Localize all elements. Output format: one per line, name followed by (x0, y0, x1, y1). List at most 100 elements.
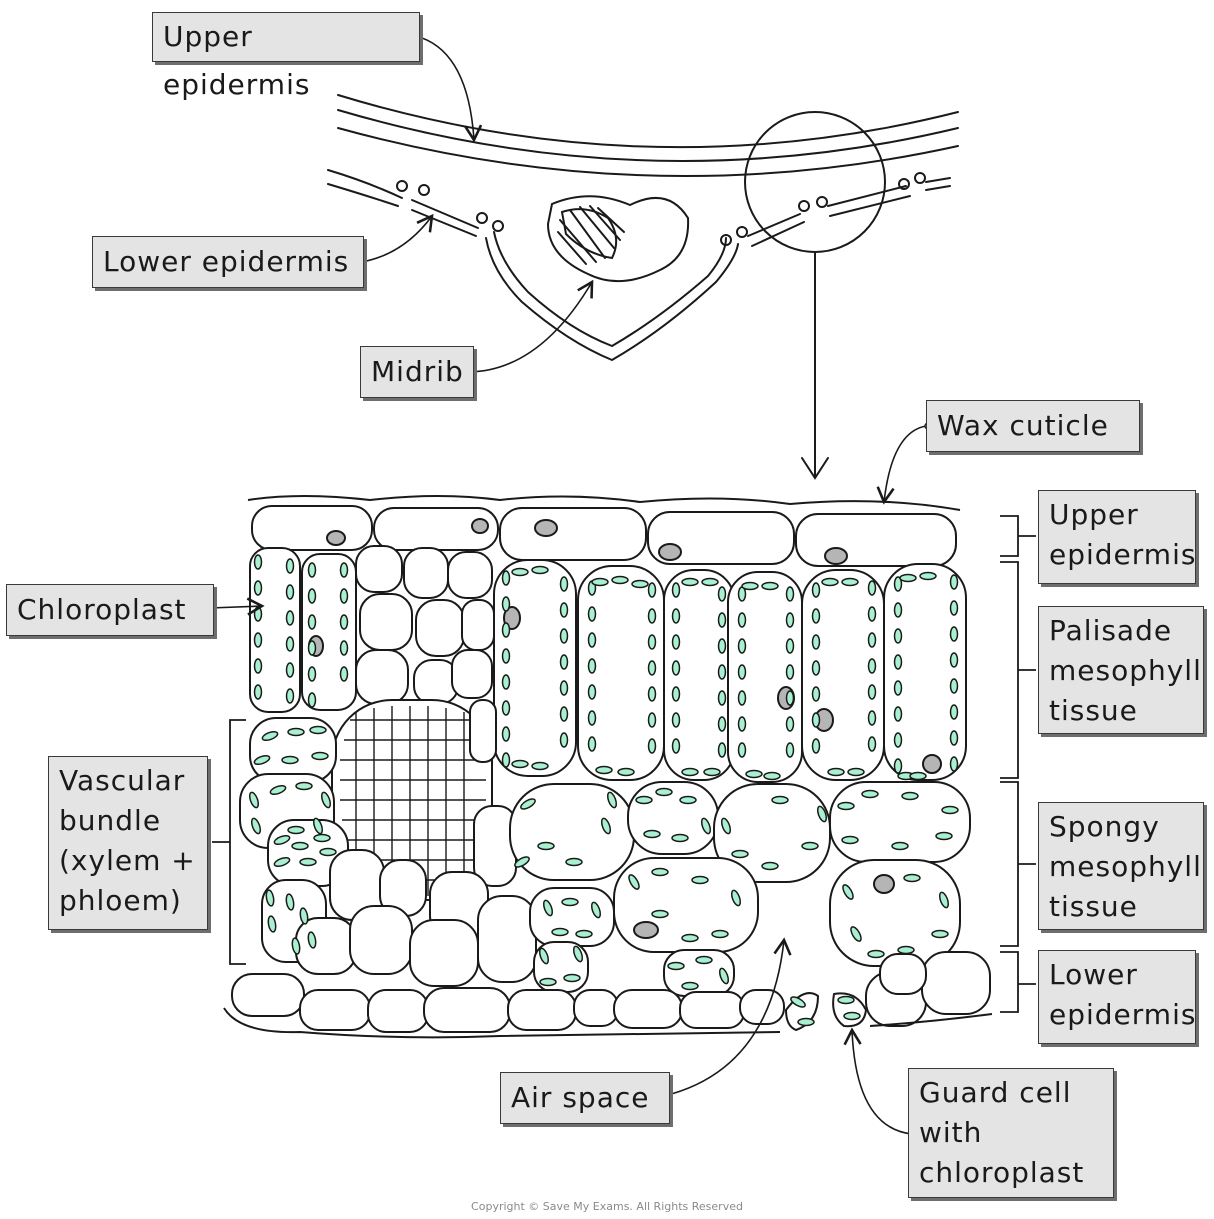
chloroplast (307, 931, 317, 949)
label-upper-epidermis-side: Upper epidermis (1038, 490, 1196, 584)
chloroplast (281, 755, 299, 765)
chloroplast (307, 614, 317, 630)
chloroplast (631, 579, 649, 589)
chloroplast (679, 795, 697, 805)
chloroplast (643, 829, 661, 839)
chloroplast (587, 606, 597, 622)
chloroplast (563, 973, 581, 983)
chloroplast (312, 817, 324, 835)
chloroplast (307, 588, 317, 604)
chloroplast (867, 736, 877, 752)
chloroplast (253, 684, 263, 700)
chloroplast (785, 638, 795, 654)
chloroplast (595, 765, 613, 775)
chloroplast (647, 686, 657, 702)
chloroplast (867, 580, 877, 596)
chloroplast (501, 674, 511, 690)
label-air-space: Air space (500, 1072, 670, 1124)
chloroplast (559, 732, 569, 748)
chloroplast (501, 700, 511, 716)
chloroplast (647, 634, 657, 650)
chloroplast (273, 834, 291, 846)
chloroplast (285, 610, 295, 626)
chloroplast (717, 638, 727, 654)
chloroplast (511, 567, 529, 577)
chloroplast (949, 626, 959, 642)
chloroplast (717, 742, 727, 758)
chloroplast (671, 833, 689, 843)
chloroplast (253, 606, 263, 622)
chloroplast (841, 577, 859, 587)
chloroplast (285, 636, 295, 652)
chloroplast (651, 909, 669, 919)
chloroplast (671, 608, 681, 624)
copyright-notice: Copyright © Save My Exams. All Rights Re… (471, 1200, 743, 1213)
chloroplast (691, 875, 709, 885)
chloroplast-group (248, 554, 959, 1027)
chloroplast (737, 716, 747, 732)
chloroplast (559, 680, 569, 696)
chloroplast (307, 562, 317, 578)
chloroplast (647, 608, 657, 624)
chloroplast (572, 945, 584, 963)
chloroplast (501, 752, 511, 768)
chloroplast (501, 726, 511, 742)
chloroplast (893, 628, 903, 644)
chloroplast (893, 706, 903, 722)
chloroplast (291, 841, 309, 851)
chloroplast (313, 833, 331, 843)
chloroplast (671, 582, 681, 598)
chloroplast (745, 769, 763, 779)
chloroplast (941, 805, 959, 815)
chloroplast (785, 742, 795, 758)
chloroplast (265, 889, 275, 907)
chloroplast (681, 981, 699, 991)
chloroplast (731, 849, 749, 859)
chloroplast (797, 1017, 815, 1027)
chloroplast (785, 586, 795, 602)
chloroplast (501, 622, 511, 638)
label-lower-epidermis-top: Lower epidermis (92, 236, 364, 288)
chloroplast (771, 795, 789, 805)
chloroplast (867, 949, 885, 959)
chloroplast (949, 730, 959, 746)
chloroplast (311, 751, 329, 761)
chloroplast (501, 648, 511, 664)
chloroplast (811, 582, 821, 598)
chloroplast (511, 759, 529, 769)
chloroplast (949, 600, 959, 616)
chloroplast (897, 945, 915, 955)
leaf-overview (327, 94, 959, 480)
chloroplast (901, 791, 919, 801)
chloroplast (737, 664, 747, 680)
label-midrib: Midrib (360, 346, 474, 398)
chloroplast (339, 614, 349, 630)
chloroplast (811, 738, 821, 754)
chloroplast (339, 562, 349, 578)
chloroplast (285, 584, 295, 600)
tissue-brackets (212, 515, 1036, 1013)
chloroplast (587, 710, 597, 726)
chloroplast (841, 835, 859, 845)
chloroplast (893, 576, 903, 592)
chloroplast (861, 789, 879, 799)
label-vascular-bundle: Vascular bundle (xylem + phloem) (48, 756, 208, 930)
chloroplast (537, 841, 555, 851)
chloroplast (811, 608, 821, 624)
chloroplast (811, 634, 821, 650)
chloroplast (542, 899, 554, 917)
chloroplast (539, 977, 557, 987)
chloroplast (827, 767, 845, 777)
chloroplast (253, 658, 263, 674)
chloroplast (611, 575, 629, 585)
label-chloroplast: Chloroplast (6, 584, 214, 636)
chloroplast (935, 831, 953, 841)
chloroplast (261, 730, 279, 742)
label-upper-epidermis-top: Upper epidermis (152, 12, 420, 101)
chloroplast (717, 716, 727, 732)
chloroplast (339, 666, 349, 682)
chloroplast (285, 662, 295, 678)
chloroplast (717, 586, 727, 602)
chloroplast (867, 606, 877, 622)
chloroplast (891, 841, 909, 851)
